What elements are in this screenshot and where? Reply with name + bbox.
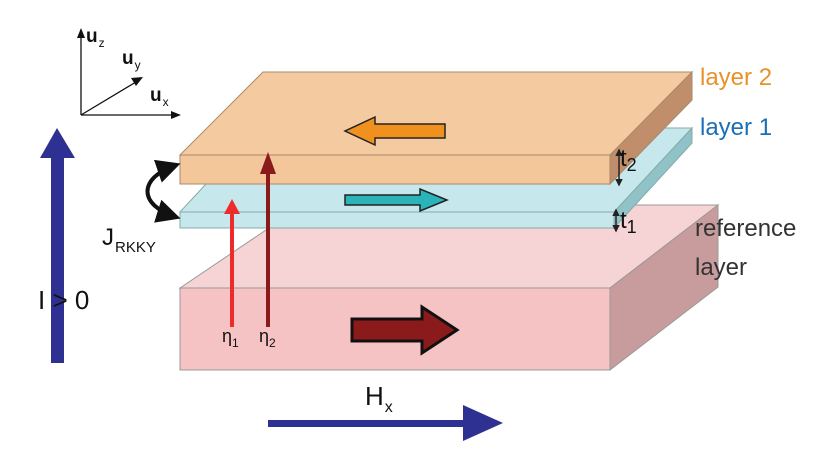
jrkky-label: JRKKY <box>102 224 156 256</box>
t1-label: t1 <box>620 207 637 237</box>
layer2-top-face <box>178 71 694 156</box>
layer2-magnetization-arrow <box>343 115 446 147</box>
eta2-arrow <box>260 152 276 327</box>
layer1-front-face <box>179 211 615 229</box>
reference-label-line1: reference <box>695 215 796 242</box>
reference-magnetization-arrow <box>350 304 460 356</box>
layer2-label: layer 2 <box>700 64 772 91</box>
eta1-arrow <box>224 199 240 327</box>
field-label: Hx <box>365 381 393 416</box>
eta1-label: η1 <box>222 326 239 350</box>
uz-label: uz <box>86 26 105 50</box>
uy-label: uy <box>122 48 141 72</box>
layer1-label: layer 1 <box>700 114 772 141</box>
eta2-label: η2 <box>259 326 276 350</box>
current-arrow <box>40 128 75 363</box>
rkky-coupling-arrow <box>145 159 181 223</box>
t2-label: t2 <box>620 145 637 175</box>
coordinate-axes: uz uy ux <box>77 26 181 119</box>
layer2-front-face <box>179 154 611 185</box>
reference-label-line2: layer <box>695 254 747 281</box>
uy-axis-line <box>80 81 137 116</box>
current-label: I > 0 <box>38 285 89 315</box>
layer2-plate <box>178 70 694 186</box>
layer1-magnetization-arrow <box>344 187 449 213</box>
ux-label: ux <box>150 85 169 109</box>
field-arrow <box>268 405 503 441</box>
